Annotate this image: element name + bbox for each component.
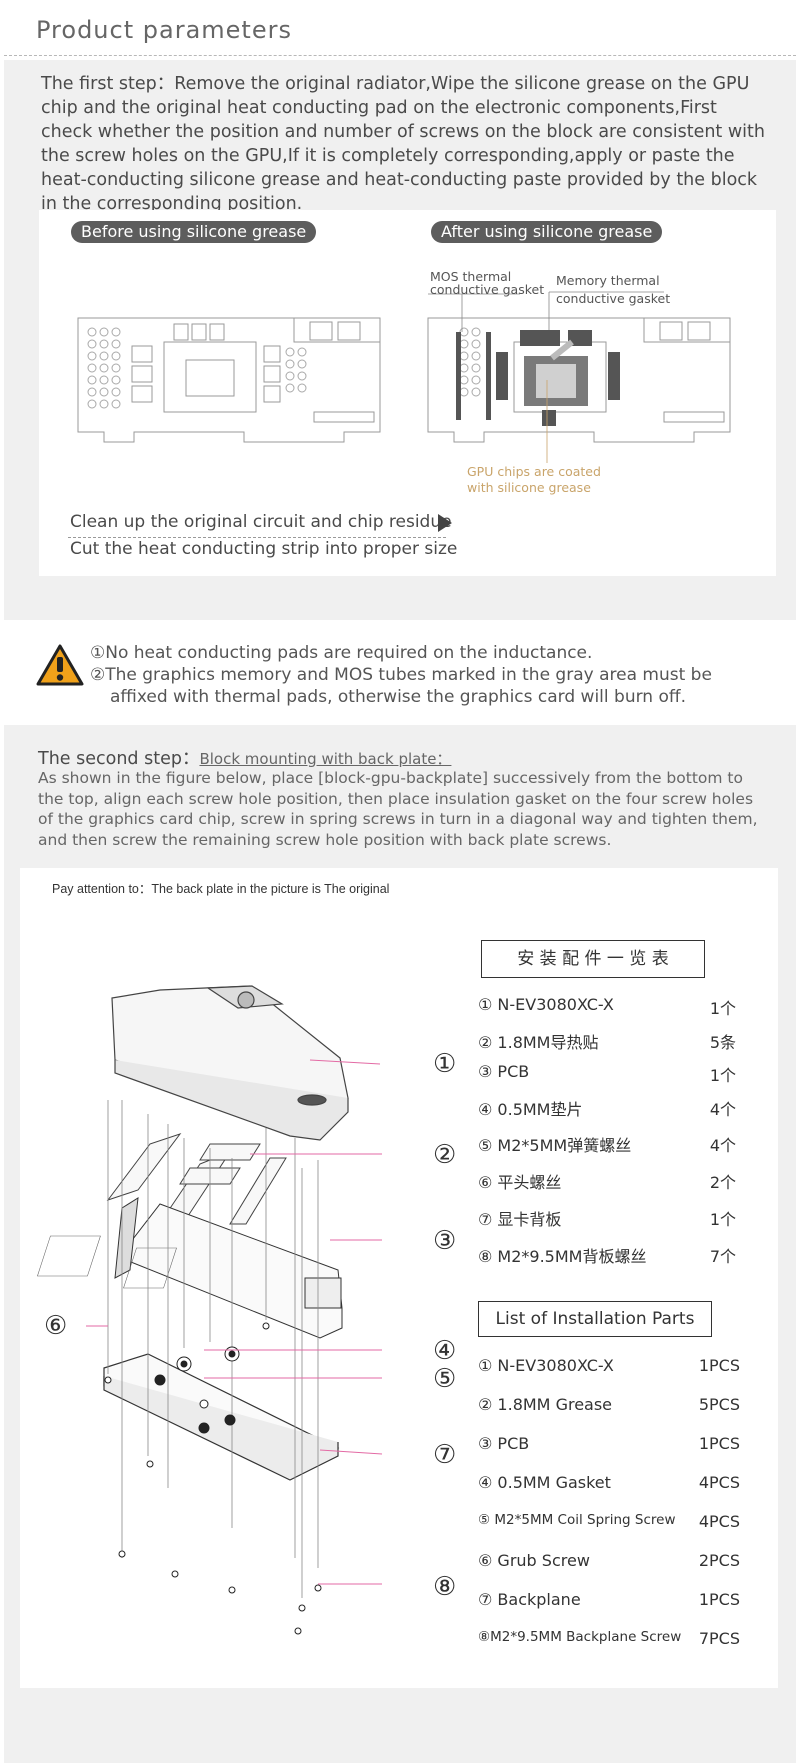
callout-6: ⑥ [44, 1311, 68, 1341]
parts-en-title: List of Installation Parts [478, 1301, 712, 1337]
part-name: ⑦ 显卡背板 [478, 1209, 562, 1229]
parts-cn-row: ① N-EV3080XC-X 1个 [478, 995, 736, 1029]
warning-line-3: affixed with thermal pads, otherwise the… [110, 687, 686, 707]
callout-7: ⑦ [433, 1440, 457, 1470]
page-title: Product parameters [36, 16, 292, 44]
clean-up-text: Clean up the original circuit and chip r… [70, 512, 452, 532]
part-name: ② 1.8MM Grease [478, 1395, 613, 1414]
play-arrow-icon [438, 514, 452, 532]
parts-cn-row: ⑥ 平头螺丝 2个 [478, 1169, 736, 1206]
parts-en-row: ② 1.8MM Grease 5PCS [478, 1395, 740, 1434]
mos-label-1: MOS thermal [430, 269, 512, 284]
cut-strip-text: Cut the heat conducting strip into prope… [70, 539, 458, 559]
part-name: ④ 0.5MM垫片 [478, 1099, 583, 1119]
step2-heading: The second step：Block mounting with back… [38, 745, 451, 770]
warning-line-1: ①No heat conducting pads are required on… [90, 643, 593, 663]
part-name: ① N-EV3080XC-X [478, 1356, 614, 1375]
part-qty: 2PCS [698, 1551, 740, 1570]
callout-1: ① [433, 1049, 457, 1079]
header-divider [4, 55, 796, 56]
callout-8: ⑧ [433, 1572, 457, 1602]
parts-cn-row: ④ 0.5MM垫片 4个 [478, 1096, 736, 1132]
part-qty: 1PCS [698, 1356, 740, 1375]
warning-icon [36, 644, 84, 686]
part-qty: 1个 [709, 999, 736, 1018]
backplate-note: Pay attention to：The back plate in the p… [52, 882, 390, 896]
callout-3: ③ [433, 1226, 457, 1256]
part-qty: 7个 [709, 1246, 736, 1266]
parts-cn-row: ⑤ M2*5MM弹簧螺丝 4个 [478, 1132, 736, 1169]
pcb-after-diagram [427, 317, 731, 443]
part-qty: 2个 [709, 1172, 736, 1192]
warning-line-2: ②The graphics memory and MOS tubes marke… [90, 665, 712, 685]
part-name: ④ 0.5MM Gasket [478, 1473, 611, 1492]
part-name: ⑥ 平头螺丝 [478, 1172, 562, 1192]
parts-cn-title: 安 装 配 件 一 览 表 [481, 940, 705, 978]
callout-5: ⑤ [433, 1364, 457, 1394]
callout-4: ④ [433, 1336, 457, 1366]
part-qty: 4PCS [698, 1512, 740, 1531]
water-block [111, 985, 349, 1141]
pcb-before-diagram [77, 317, 381, 443]
parts-en-row: ⑦ Backplane 1PCS [478, 1590, 740, 1629]
parts-en-row: ① N-EV3080XC-X 1PCS [478, 1356, 740, 1395]
part-qty: 1个 [709, 1066, 736, 1085]
part-name: ⑧M2*9.5MM Backplane Screw [478, 1629, 682, 1645]
parts-en-row: ⑧M2*9.5MM Backplane Screw 7PCS [478, 1629, 740, 1668]
parts-cn-row: ⑦ 显卡背板 1个 [478, 1206, 736, 1243]
parts-en-row: ⑤ M2*5MM Coil Spring Screw 4PCS [478, 1512, 740, 1551]
part-name: ⑥ Grub Screw [478, 1551, 590, 1570]
part-qty: 7PCS [698, 1629, 740, 1648]
gpu-grease-label-1: GPU chips are coated [467, 464, 601, 479]
part-qty: 4个 [709, 1099, 736, 1119]
step1-intro: The first step：Remove the original radia… [41, 74, 765, 214]
thermal-pads [106, 1133, 287, 1227]
step2-body: As shown in the figure below, place [blo… [38, 769, 758, 849]
part-qty: 1PCS [698, 1434, 740, 1453]
part-name: ⑦ Backplane [478, 1590, 581, 1609]
backplate [103, 1353, 340, 1481]
part-name: ⑤ M2*5MM Coil Spring Screw [478, 1512, 676, 1528]
mos-label-2: conductive gasket [430, 282, 545, 297]
part-name: ③ PCB [478, 1062, 530, 1081]
part-name: ⑤ M2*5MM弹簧螺丝 [478, 1135, 632, 1155]
part-name: ③ PCB [478, 1434, 530, 1453]
part-name: ② 1.8MM导热贴 [478, 1032, 599, 1052]
part-qty: 1PCS [698, 1590, 740, 1609]
parts-cn-row: ② 1.8MM导热贴 5条 [478, 1029, 736, 1063]
gpu-grease-label-2: with silicone grease [467, 480, 591, 495]
pcb [114, 1197, 343, 1339]
parts-en-list: ① N-EV3080XC-X 1PCS ② 1.8MM Grease 5PCS ③ … [478, 1356, 740, 1668]
annotation-lines [428, 291, 664, 463]
part-qty: 4PCS [698, 1473, 740, 1492]
parts-cn-list: ① N-EV3080XC-X 1个 ② 1.8MM导热贴 5条 ③ PCB 1个 ④ … [478, 995, 736, 1276]
part-name: ⑧ M2*9.5MM背板螺丝 [478, 1246, 647, 1266]
step2-title: The second step： [38, 749, 200, 769]
part-qty: 5条 [709, 1032, 736, 1052]
part-qty: 1个 [709, 1209, 736, 1229]
memory-label-1: Memory thermal [556, 273, 660, 288]
clean-divider [68, 537, 446, 538]
part-name: ① N-EV3080XC-X [478, 995, 614, 1014]
before-grease-label: Before using silicone grease [71, 221, 317, 243]
warning-text: ①No heat conducting pads are required on… [90, 642, 730, 708]
part-qty: 5PCS [698, 1395, 740, 1414]
parts-cn-row: ③ PCB 1个 [478, 1062, 736, 1096]
exploded-assembly-diagram [37, 985, 383, 1635]
part-qty: 4个 [709, 1135, 736, 1155]
callout-2: ② [433, 1140, 457, 1170]
after-grease-label: After using silicone grease [431, 221, 663, 243]
step1-card [39, 210, 776, 576]
parts-en-row: ⑥ Grub Screw 2PCS [478, 1551, 740, 1590]
memory-label-2: conductive gasket [556, 291, 671, 306]
parts-en-row: ④ 0.5MM Gasket 4PCS [478, 1473, 740, 1512]
step2-link[interactable]: Block mounting with back plate： [199, 750, 452, 768]
parts-cn-row: ⑧ M2*9.5MM背板螺丝 7个 [478, 1243, 736, 1276]
parts-en-row: ③ PCB 1PCS [478, 1434, 740, 1473]
